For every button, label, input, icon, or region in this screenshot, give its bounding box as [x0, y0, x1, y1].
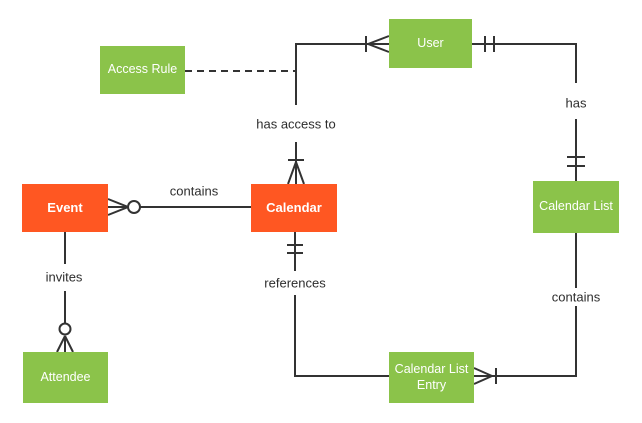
cardinality-zero-or-many-icon [56, 322, 74, 353]
relationship-label-contains: contains [166, 182, 222, 200]
cardinality-one-or-many-icon [365, 35, 390, 53]
cardinality-one-and-only-one-icon [484, 36, 495, 52]
cardinality-one-or-many-icon [287, 159, 305, 185]
connector-event-calendar [107, 198, 251, 216]
entity-event: Event [22, 184, 108, 232]
relationship-label-references: references [261, 274, 329, 292]
cardinality-one-and-only-one-icon [287, 244, 303, 254]
entity-calendar-list: Calendar List [533, 181, 619, 233]
entity-attendee: Attendee [23, 352, 108, 403]
cardinality-zero-or-many-icon [107, 198, 141, 216]
entity-calendar: Calendar [251, 184, 337, 232]
connector-calendar-list-entry [473, 233, 577, 385]
entity-calendar-list-entry: Calendar List Entry [389, 352, 474, 403]
relationship-label-invites: invites [42, 268, 86, 286]
connector-calendar-references [287, 232, 389, 377]
relationship-label-has: has [562, 94, 590, 112]
entity-access-rule: Access Rule [100, 46, 185, 94]
entity-user: User [389, 19, 472, 68]
connector-event-attendee [56, 232, 74, 353]
cardinality-one-or-many-icon [473, 367, 497, 385]
relationship-label-contains-2: contains [548, 288, 604, 306]
cardinality-one-and-only-one-icon [567, 156, 585, 167]
connector-calendar-user [287, 35, 390, 185]
connector-user-calendar-list [472, 36, 585, 181]
relationship-label-has-access-to: has access to [253, 115, 339, 133]
